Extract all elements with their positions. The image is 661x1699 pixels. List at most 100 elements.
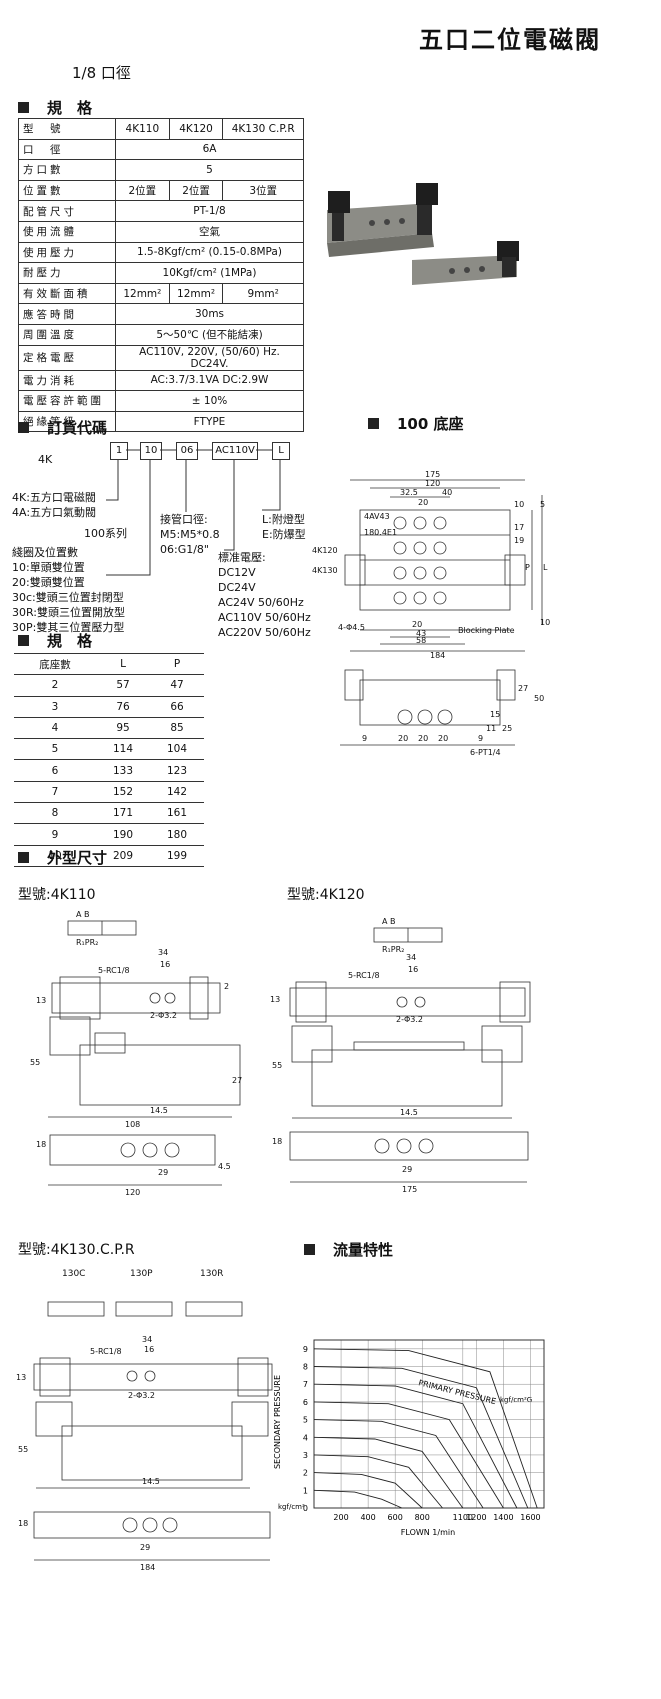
- spec-cell: 2位置: [115, 179, 170, 202]
- outline-heading: 外型尺寸: [18, 847, 107, 868]
- square-bullet-icon: [18, 852, 29, 863]
- spec-heading: 規 格: [18, 97, 92, 118]
- base-spec-cell: 76: [96, 696, 150, 718]
- model-4k120-drawing: A B R₁PR₂ 5-RC1/8 34 16 13 2-Φ3.2 55 14.…: [270, 917, 531, 1194]
- base-spec-cell: 104: [150, 738, 204, 761]
- dim-9: 9: [362, 734, 367, 743]
- dim-20: 20: [418, 498, 428, 507]
- x-tick-label: 1400: [493, 1513, 513, 1522]
- dim-27: 27: [518, 684, 528, 693]
- spec-row: 使用流體空氣: [18, 220, 304, 243]
- dim-20d: 20: [418, 734, 428, 743]
- dim-120: 120: [125, 1188, 140, 1195]
- schematic-bottom: R₁PR₂: [76, 938, 98, 947]
- base-spec-heading-label: 規 格: [47, 632, 93, 650]
- base-spec-cell: 142: [150, 781, 204, 804]
- sub-130c: 130C: [62, 1269, 85, 1279]
- spec-label: 有效斷面積: [18, 282, 116, 305]
- spec-label: 配管尺寸: [18, 200, 116, 222]
- order-box-2: 10: [140, 442, 162, 460]
- dim-27: 27: [232, 1076, 242, 1085]
- dim-rc: 5-RC1/8: [90, 1347, 122, 1356]
- dim-2: 2: [224, 982, 229, 991]
- series-line: [313, 1454, 443, 1509]
- base-spec-cell: 7: [14, 781, 97, 804]
- spec-value: 6A: [115, 138, 304, 161]
- product-photo: [327, 183, 519, 285]
- series-line: [313, 1472, 423, 1509]
- base-spec-cell: 2: [14, 674, 97, 697]
- base100-drawing: 175 120 32.5 40 20 4AV43 180.4E1 10 5 17…: [312, 470, 550, 757]
- schematic-top: A B: [382, 917, 396, 926]
- dim-10b: 10: [540, 618, 550, 627]
- spec-value: 5～50℃ (但不能結凍): [115, 323, 304, 346]
- order-lamp-list: L:附燈型 E:防爆型: [262, 513, 306, 541]
- base-spec-cell: 171: [96, 802, 150, 825]
- base-spec-cell: 180: [150, 823, 204, 846]
- dim-20e: 20: [438, 734, 448, 743]
- sub-130r: 130R: [200, 1269, 223, 1279]
- square-bullet-icon: [18, 102, 29, 113]
- dim-34: 34: [142, 1335, 152, 1344]
- square-bullet-icon: [368, 418, 379, 429]
- dim-32: 32.5: [400, 488, 418, 497]
- label-4k130: 4K130: [312, 566, 338, 575]
- dim-17: 17: [514, 523, 524, 532]
- base-spec-cell: 161: [150, 802, 204, 825]
- order-prefix: 4K: [38, 453, 53, 466]
- spec-value: 1.5-8Kgf/cm² (0.15-0.8MPa): [115, 241, 304, 264]
- x-tick-label: 1600: [520, 1513, 540, 1522]
- dim-phi: 2-Φ3.2: [128, 1391, 155, 1400]
- spec-label: 方口數: [18, 159, 116, 181]
- base-spec-cell: 199: [150, 845, 204, 867]
- spec-heading-label: 規 格: [47, 99, 93, 117]
- spec-value: AC:3.7/3.1VA DC:2.9W: [115, 369, 304, 392]
- spec-label: 使用流體: [18, 220, 116, 243]
- spec-value: 空氣: [115, 220, 304, 243]
- flow-heading-label: 流量特性: [333, 1241, 394, 1259]
- y-tick-label: 7: [303, 1380, 308, 1389]
- dim-13: 13: [36, 996, 46, 1005]
- dim-175: 175: [425, 470, 440, 479]
- order-box-5: L: [272, 442, 290, 460]
- spec-cell: 12mm²: [168, 282, 224, 305]
- y-axis-label: SECONDARY PRESSURE: [273, 1375, 282, 1469]
- dim-120: 120: [425, 479, 440, 488]
- base-spec-heading: 規 格: [18, 630, 92, 651]
- model-4k130-label: 型號:4K130.C.P.R: [18, 1242, 135, 1258]
- dim-184: 184: [140, 1563, 155, 1572]
- dim-L: L: [543, 563, 548, 572]
- dim-phi: 2-Φ3.2: [150, 1011, 177, 1020]
- order-connector-lines: [106, 449, 281, 576]
- y-tick-label: 8: [303, 1363, 308, 1372]
- dim-4phi: 4-Φ4.5: [338, 623, 365, 632]
- dim-14-5: 14.5: [400, 1108, 418, 1117]
- flow-heading: 流量特性: [304, 1239, 393, 1260]
- dim-175: 175: [402, 1185, 417, 1194]
- spec-label: 使用壓力: [18, 241, 116, 264]
- base-spec-cell: 3: [14, 696, 97, 718]
- order-port-list: 接管口徑: M5:M5*0.8 06:G1/8": [160, 513, 220, 556]
- base-spec-cell: 6: [14, 759, 97, 782]
- x-axis-label: FLOWN 1/min: [401, 1528, 455, 1537]
- y-tick-label: 0: [303, 1504, 308, 1513]
- spec-label: 定格電壓: [18, 344, 116, 371]
- series-line: [313, 1419, 484, 1509]
- dim-184: 184: [430, 651, 445, 660]
- base-spec-cell: 209: [96, 845, 150, 867]
- dim-50: 50: [534, 694, 544, 703]
- dim-20c: 20: [398, 734, 408, 743]
- spec-value: PT-1/8: [115, 200, 304, 222]
- base-spec-cell: 95: [96, 717, 150, 740]
- dim-rc: 5-RC1/8: [98, 966, 130, 975]
- dim-34: 34: [158, 948, 168, 957]
- spec-label: 位置數: [18, 179, 116, 202]
